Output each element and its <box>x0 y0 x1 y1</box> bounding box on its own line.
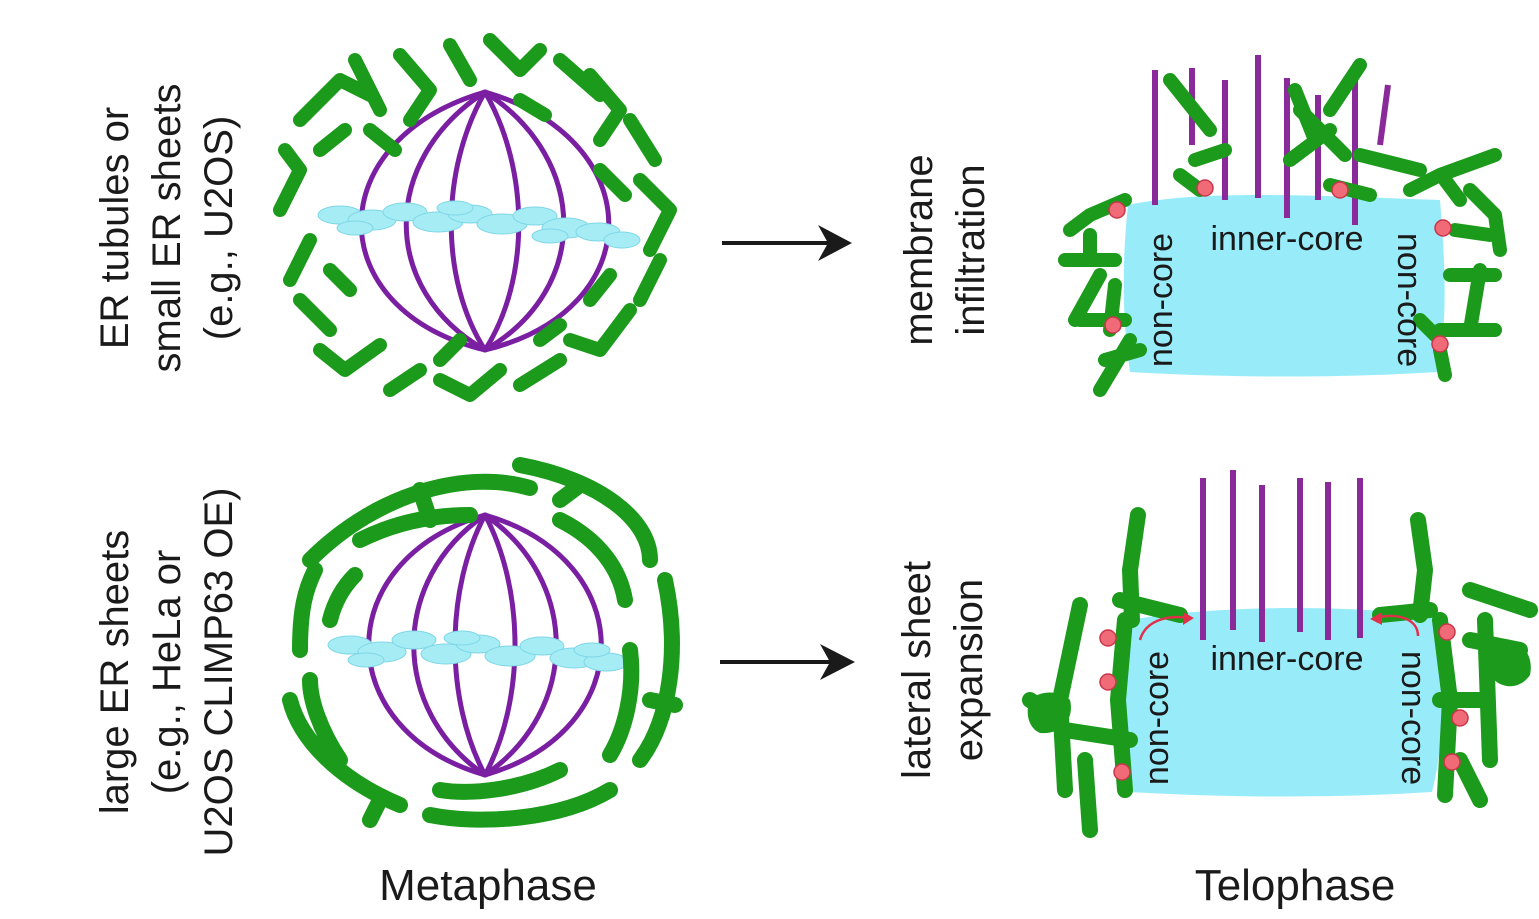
metaphase-cell-row1 <box>273 33 677 402</box>
nuclear-pore <box>1431 335 1449 353</box>
er-blob-left <box>1027 692 1071 734</box>
non-core-right-label-row2: non-core <box>1394 651 1432 785</box>
nuclear-pore <box>1099 673 1117 691</box>
row1-label-line1: ER tubules or <box>93 107 137 349</box>
process-row1-line1: membrane <box>897 154 941 345</box>
nuclear-pore <box>1443 753 1461 771</box>
nuclear-pore <box>1108 201 1126 219</box>
nuclear-pores-row2 <box>1099 623 1469 781</box>
lateral-expansion-arrows <box>1138 612 1420 641</box>
row1-label: ER tubules or small ER sheets (e.g., U2O… <box>93 84 241 373</box>
er-sheets-row2 <box>282 457 683 828</box>
nuclear-pore <box>1438 623 1456 641</box>
process-row2-line1: lateral sheet <box>895 561 939 779</box>
inner-core-label-row1: inner-core <box>1210 220 1363 258</box>
chromatin-mass-row1 <box>1123 195 1445 377</box>
non-core-left-label-row1: non-core <box>1142 233 1180 367</box>
er-tubules-row1 <box>273 33 677 402</box>
metaphase-cell-row2 <box>282 457 683 828</box>
nuclear-pore <box>1104 316 1122 334</box>
nuclear-pore <box>1099 629 1117 647</box>
telophase-cell-row1: inner-core non-core non-core <box>1058 55 1507 397</box>
process-row2-line2: expansion <box>947 579 991 761</box>
nuclear-pore <box>1451 709 1469 727</box>
non-core-left-label-row2: non-core <box>1138 651 1176 785</box>
row2-label-line3: U2OS CLIMP63 OE) <box>197 487 241 856</box>
row2-label-line2: (e.g., HeLa or <box>145 550 189 795</box>
transition-arrow-row1 <box>722 225 852 261</box>
chromosomes-row1 <box>317 200 641 249</box>
er-tubules-telophase-row1 <box>1058 58 1507 397</box>
microtubules-row2 <box>1200 470 1363 642</box>
row1-label-line2: small ER sheets <box>145 84 189 373</box>
chromosomes-row2 <box>327 630 629 672</box>
metaphase-label: Metaphase <box>379 861 597 910</box>
er-blob-right <box>1486 639 1531 687</box>
chromatin-mass-row2 <box>1123 608 1443 797</box>
non-core-right-label-row1: non-core <box>1390 233 1428 367</box>
nuclear-pore <box>1434 219 1452 237</box>
transition-arrow-row2 <box>720 644 855 680</box>
nuclear-pores-row1 <box>1104 179 1452 353</box>
process-label-row2: lateral sheet expansion <box>895 561 991 779</box>
telophase-label: Telophase <box>1195 861 1396 910</box>
telophase-cell-row2: inner-core non-core non-core <box>1022 470 1538 838</box>
process-row1-line2: infiltration <box>949 164 993 335</box>
nuclear-pore <box>1113 763 1131 781</box>
process-label-row1: membrane infiltration <box>897 154 993 345</box>
row2-label: large ER sheets (e.g., HeLa or U2OS CLIM… <box>93 487 241 856</box>
inner-core-label-row2: inner-core <box>1210 640 1363 678</box>
nuclear-pore <box>1331 181 1349 199</box>
row1-label-line3: (e.g., U2OS) <box>197 116 241 341</box>
row2-label-line1: large ER sheets <box>93 530 137 815</box>
nuclear-pore <box>1196 179 1214 197</box>
